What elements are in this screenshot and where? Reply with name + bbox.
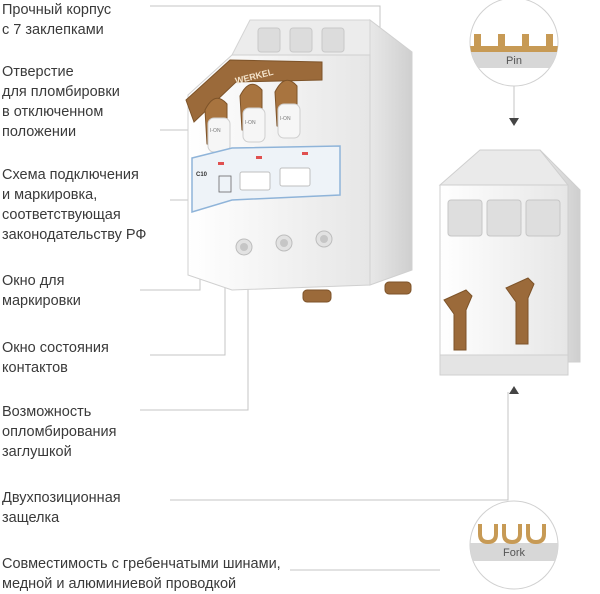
leader-line-latch (170, 392, 509, 501)
feature-label-latch: Двухпозиционная защелка (2, 490, 121, 526)
pole-label-1: I-ON (210, 128, 221, 134)
pin-arrow-head (509, 118, 519, 126)
breaker-front-view: WERKEL I-ON I-ON I-ON C10 (185, 18, 413, 303)
feature-label-marking-window: Окно для маркировки (2, 273, 81, 309)
rating-label: C10 (196, 172, 208, 178)
pole-label-3: I-ON (280, 116, 291, 122)
breaker-rear-view (438, 149, 581, 376)
fork-arrow-head (509, 386, 519, 394)
pin-busbar-circle: Pin (469, 0, 559, 87)
pin-label: Pin (506, 55, 522, 67)
feature-label-wiring-diagram: Схема подключения и маркировка, соответс… (2, 167, 147, 243)
fork-label: Fork (503, 547, 526, 559)
leader-line-seal-cap (140, 230, 249, 411)
feature-label-contact-window: Окно состояния контактов (2, 340, 109, 376)
feature-label-seal-hole: Отверстие для пломбировки в отключенном … (2, 64, 120, 140)
pole-label-2: I-ON (245, 120, 256, 126)
leader-line-seal-hole (160, 110, 191, 131)
handle-bar (185, 59, 323, 123)
feature-label-busbar-compat: Совместимость с гребенчатыми шинами, мед… (2, 556, 281, 592)
feature-label-seal-cap: Возможность опломбирования заглушкой (2, 404, 117, 460)
leader-lines (140, 5, 515, 571)
eac-mark (218, 175, 232, 193)
fork-busbar-circle: Fork (469, 500, 559, 590)
feature-label-housing: Прочный корпус с 7 заклепками (2, 2, 112, 38)
